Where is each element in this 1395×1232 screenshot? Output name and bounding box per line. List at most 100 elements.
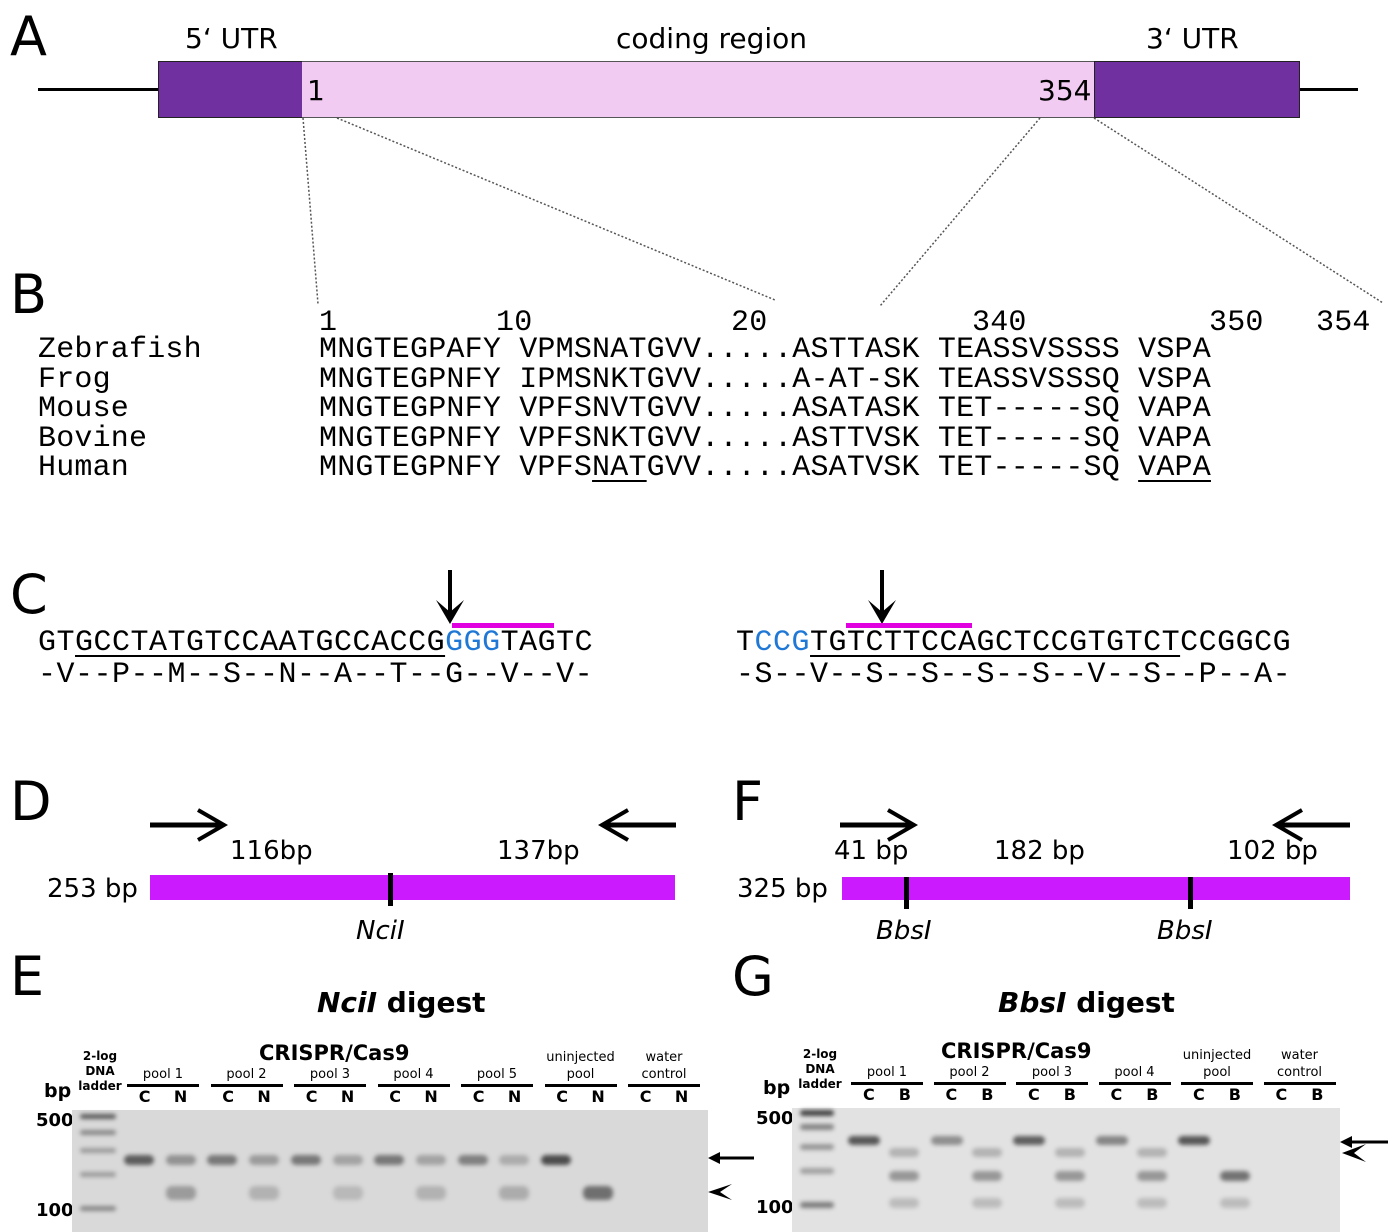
lane-group-name-line: pool <box>1203 1065 1231 1080</box>
fragment-1-label: 116bp <box>230 836 313 866</box>
marker-100: 100 <box>36 1200 74 1221</box>
sgrna-target-underlined: TGTCTTCCAGCTCCGTGTCT <box>810 626 1181 660</box>
glycosylation-site-underlined: NAT <box>592 451 647 485</box>
gel-band <box>582 1186 613 1200</box>
restriction-site-bar-right <box>846 623 972 628</box>
gel-band <box>1219 1171 1250 1181</box>
gel-band <box>1137 1171 1168 1181</box>
gel-title-bbsi: BbsI digest <box>998 986 1175 1019</box>
gel-image-bbsi <box>792 1108 1340 1232</box>
lane-group-name-line: uninjected <box>546 1050 615 1065</box>
gel-band <box>499 1155 530 1165</box>
gel-title-ncii: NciI digest <box>317 986 486 1019</box>
gel-band <box>124 1155 154 1165</box>
lane-group-name-line: water <box>1280 1048 1319 1063</box>
lane-label: C <box>639 1087 652 1106</box>
gel-band <box>457 1155 488 1165</box>
amplicon-size-label: 253 bp <box>47 874 138 904</box>
alignment-gap: ..... <box>701 362 793 397</box>
lane-group-name: water control <box>1264 1047 1336 1081</box>
gel-band <box>1219 1198 1250 1208</box>
lane-group-name-line: control <box>1276 1065 1323 1080</box>
lane-label: N <box>257 1087 271 1106</box>
alignment-row-human: MNGTEGPNFY VPFSNATGVV.....ASATVSK TET---… <box>319 451 1211 485</box>
seq-segment: MNGTEGPNFY <box>319 362 502 397</box>
cut-site-arrow-right <box>868 570 896 624</box>
uncut-band-arrow <box>1340 1136 1388 1148</box>
gel-band <box>1054 1171 1085 1181</box>
bbsi-cut-site-1 <box>904 877 909 909</box>
gel-band <box>80 1206 116 1211</box>
forward-primer-arrow <box>150 808 229 842</box>
lane-label: C <box>472 1087 485 1106</box>
coding-start-number: 1 <box>307 74 325 107</box>
ladder-label-line: 2-log <box>82 1049 118 1063</box>
alignment-sequences: MNGTEGPAFY VPMSNATGVV.....ASTTASK TEASSV… <box>319 333 1211 485</box>
gel-band <box>165 1155 196 1165</box>
sgrna-target-underlined: GCCTATGTCCAATGCCACCG <box>75 626 446 660</box>
lane-label: C <box>1275 1085 1288 1104</box>
gel-band <box>889 1171 920 1181</box>
fragment-2-label: 182 bp <box>994 836 1085 866</box>
enzyme-name: NciI <box>317 986 378 1019</box>
lane-group-bar <box>377 1084 450 1087</box>
intron-line-left <box>38 88 160 91</box>
lane-group-name: pool 1 <box>142 1067 184 1082</box>
seq-segment: MNGTEGPNFY <box>319 421 502 456</box>
gel-image-ncii <box>72 1110 708 1232</box>
seq-segment: VPFSNVTGVV <box>519 392 702 426</box>
gel-band <box>249 1186 280 1200</box>
lane-group-bar <box>127 1084 199 1087</box>
gel-band <box>889 1198 920 1208</box>
seq-segment: VPFS <box>519 451 593 485</box>
lane-label: C <box>1110 1085 1123 1104</box>
lane-group-name: pool 3 <box>1031 1065 1073 1080</box>
gel-band <box>1013 1136 1046 1145</box>
ladder-label: 2-log DNA ladder <box>75 1049 125 1094</box>
intron-line-right <box>1298 88 1358 91</box>
gel-band <box>971 1198 1002 1208</box>
utr3-box <box>1094 61 1300 118</box>
seq-segment: TET-----SQ <box>937 421 1120 456</box>
crispr-label: CRISPR/Cas9 <box>259 1041 410 1065</box>
species-name: Mouse <box>38 392 130 426</box>
panel-a-letter: A <box>10 5 47 68</box>
lane-group-bar <box>1263 1082 1336 1085</box>
gel-band <box>332 1186 363 1200</box>
coding-box <box>302 61 1094 118</box>
seq-segment: IPMSNKTGVV <box>519 362 702 397</box>
ladder-label: 2-log DNA ladder <box>795 1047 845 1092</box>
seq-segment: VSPA <box>1138 333 1211 367</box>
seq-segment: TET-----SQ <box>937 451 1120 485</box>
seq-segment: MNGTEGPAFY <box>319 333 502 367</box>
lane-group-name-line: water <box>645 1050 683 1065</box>
gel-band <box>1137 1148 1168 1157</box>
bp-label: bp <box>44 1080 72 1102</box>
seq-segment: MNGTEGPNFY <box>319 451 502 485</box>
alignment-species-names: Zebrafish Frog Mouse Bovine Human <box>38 335 202 484</box>
species-name: Bovine <box>38 421 148 456</box>
gel-band <box>80 1130 116 1135</box>
reverse-primer-arrow <box>598 808 676 842</box>
zoom-dotted-lines <box>302 117 1384 307</box>
dna-sequence-right: TCCGTGTCTTCCAGCTCCGTGTCTCCGGCG <box>736 628 1291 658</box>
lane-group-name: pool 1 <box>866 1065 908 1080</box>
fragment-1-label: 41 bp <box>834 836 909 866</box>
seq-segment: VAPA <box>1138 392 1211 426</box>
gel-band <box>971 1148 1002 1157</box>
bbsi-cut-site-2 <box>1188 877 1194 909</box>
gel-band <box>290 1155 321 1165</box>
ruler-350: 350 <box>1209 306 1264 340</box>
enzyme-label-ncii: NciI <box>356 916 405 946</box>
fragment-2-label: 137bp <box>497 836 580 866</box>
utr5-label: 5‘ UTR <box>185 22 278 55</box>
gel-band <box>930 1136 963 1145</box>
panel-f-letter: F <box>732 770 764 833</box>
gel-band <box>1178 1136 1211 1145</box>
